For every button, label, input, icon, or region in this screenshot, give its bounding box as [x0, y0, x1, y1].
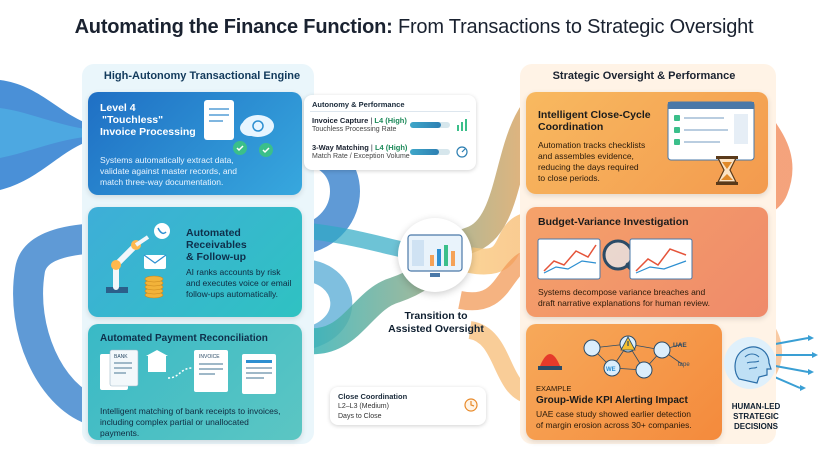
checklist-hourglass-icon — [667, 101, 755, 185]
metric1-label: Invoice Capture — [312, 116, 369, 125]
card-title-line2: Invoice Processing — [100, 126, 196, 138]
brain-head-icon — [734, 346, 772, 384]
kpi-alerting-body-line2: of margin erosion across 30+ companies. — [536, 420, 692, 430]
reconciliation-body-line2: including complex partial or unallocated — [100, 417, 249, 427]
metric1-bar-fill — [410, 122, 442, 128]
close-coordination-badge: Close Coordination L2–L3 (Medium) Days t… — [330, 387, 486, 425]
variance-charts-magnifier-icon — [537, 238, 693, 280]
receivables-body-line1: AI ranks accounts by risk — [186, 267, 281, 277]
close-coord-title: Close Coordination — [338, 392, 408, 401]
node-uae-label: UAE — [673, 342, 687, 349]
metric2-label-row: 3-Way Matching | L4 (High) — [312, 143, 408, 152]
close-cycle-body-line2: and assembles evidence, — [538, 151, 634, 161]
card-body-line2: validate against master records, and — [100, 166, 238, 176]
budget-variance-title: Budget-Variance Investigation — [538, 216, 689, 228]
node-we-label: WE — [606, 367, 616, 373]
card-body-line1: Systems automatically extract data, — [100, 155, 234, 165]
budget-variance-card: Budget-Variance Investigation Systems de… — [526, 207, 768, 317]
budget-variance-body-line1: Systems decompose variance breaches and — [538, 287, 706, 297]
clock-icon — [464, 398, 478, 412]
metrics-divider — [310, 111, 470, 112]
transition-label-line2: Assisted Oversight — [388, 323, 484, 335]
autonomy-metrics-panel: Autonomy & Performance Invoice Capture |… — [304, 95, 476, 170]
close-coord-level: L2–L3 (Medium) — [338, 403, 389, 410]
page-title: Automating the Finance Function: From Tr… — [0, 16, 828, 39]
left-panel-header: High-Autonomy Transactional Engine — [103, 70, 301, 82]
reconciliation-body-line1: Intelligent matching of bank receipts to… — [100, 406, 281, 416]
metric2-level: L4 (High) — [374, 143, 408, 152]
bank-doc-label: BANK — [114, 354, 128, 360]
reconciliation-title: Automated Payment Reconciliation — [100, 333, 268, 344]
metrics-header: Autonomy & Performance — [312, 100, 405, 109]
invoice-doc-label: INVOICE — [199, 354, 220, 360]
human-led-line3: DECISIONS — [733, 422, 778, 431]
close-cycle-title-line1: Intelligent Close-Cycle — [538, 109, 651, 121]
bar-chart-icon — [457, 119, 467, 131]
receivables-card: Automated Receivables & Follow-up AI ran… — [88, 207, 302, 317]
card-level: Level 4 — [100, 102, 136, 114]
right-panel-header: Strategic Oversight & Performance — [552, 70, 736, 82]
dashboard-monitor-icon — [407, 234, 463, 277]
title-bold: Automating the Finance Function: — [74, 16, 393, 38]
close-cycle-body-line1: Automation tracks checklists — [538, 140, 646, 150]
kpi-example-label: EXAMPLE — [536, 384, 572, 393]
close-cycle-body-line4: to close periods. — [538, 173, 600, 183]
touchless-invoice-card: Level 4 "Touchless" Invoice Processing S… — [88, 92, 302, 195]
kpi-alerting-body-line1: UAE case study showed earlier detection — [536, 409, 691, 419]
invoice-cloud-icon — [204, 100, 274, 157]
title-rest: From Transactions to Strategic Oversight — [392, 16, 754, 38]
close-coord-sub: Days to Close — [338, 413, 382, 420]
metric1-level: L4 (High) — [374, 116, 407, 125]
receivables-body-line3: follow-ups automatically. — [186, 289, 278, 299]
robot-arm-coins-icon — [106, 223, 170, 299]
receivables-title-line2: Receivables — [186, 239, 247, 251]
card-title-line1: "Touchless" — [102, 114, 164, 126]
metric2-bar — [410, 149, 450, 155]
kpi-alerting-card: UAE WE tape EXAMPLE Group-Wide KPI Alert… — [526, 324, 722, 440]
gauge-icon — [456, 146, 468, 158]
metric2-sub: Match Rate / Exception Volume — [312, 153, 410, 160]
human-led-line2: STRATEGIC — [733, 412, 779, 421]
receivables-title-line3: & Follow-up — [186, 251, 247, 263]
reconciliation-body-line3: payments. — [100, 428, 140, 438]
node-tape-label: tape — [678, 362, 690, 368]
close-cycle-card: Intelligent Close-Cycle Coordination Aut… — [526, 92, 768, 194]
human-led-line1: HUMAN-LED — [731, 402, 781, 411]
kpi-alerting-title: Group-Wide KPI Alerting Impact — [536, 395, 688, 406]
metric2-bar-fill — [410, 149, 439, 155]
alarm-network-icon: UAE WE tape — [538, 335, 690, 379]
metric1-bar — [410, 122, 450, 128]
metric1-sub: Touchless Processing Rate — [312, 126, 397, 133]
close-cycle-title-line2: Coordination — [538, 121, 604, 133]
card-body-line3: match three-way documentation. — [100, 177, 224, 187]
receivables-title-line1: Automated — [186, 227, 241, 239]
payment-reconciliation-card: Automated Payment Reconciliation BANK IN… — [88, 324, 302, 440]
metric1-label-row: Invoice Capture | L4 (High) — [312, 116, 407, 125]
bank-invoice-docs-icon: BANK INVOICE — [100, 349, 276, 394]
budget-variance-body-line2: draft narrative explanations for human r… — [538, 298, 710, 308]
receivables-body-line2: and executes voice or email — [186, 278, 292, 288]
close-cycle-body-line3: reducing the days required — [538, 162, 639, 172]
metric2-label: 3-Way Matching — [312, 143, 369, 152]
transition-label-line1: Transition to — [404, 310, 468, 322]
